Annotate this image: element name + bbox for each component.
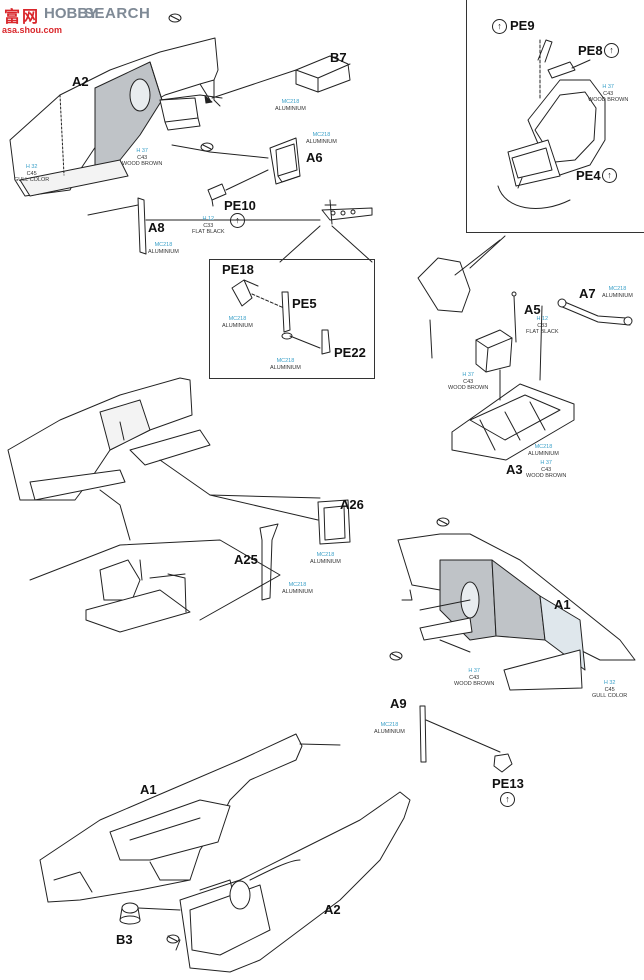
circled-up-arrow-icon: ↑: [602, 168, 617, 183]
label-pe10: PE10: [224, 198, 256, 213]
part-a8: [137, 197, 147, 255]
part-pe13: [493, 753, 513, 773]
glue-stick-icon: [166, 934, 180, 944]
part-pe5: [281, 291, 293, 340]
label-pe22: PE22: [334, 345, 366, 360]
fuselage-half-a2-top: [9, 37, 221, 197]
label-a8: A8: [148, 220, 165, 235]
part-pe18: [231, 279, 259, 307]
circled-up-arrow-icon: ↑: [604, 43, 619, 58]
seat-subassembly: [85, 559, 191, 633]
label-pe8: PE8: [578, 43, 603, 58]
glue-stick-icon: [436, 517, 450, 527]
photoetch-inset-box: [209, 259, 375, 379]
label-a3: A3: [506, 462, 523, 477]
circled-up-arrow-icon: ↑: [500, 792, 515, 807]
circled-up-arrow-icon: ↑: [492, 19, 507, 34]
label-a5: A5: [524, 302, 541, 317]
watermark-glyph: 网: [22, 9, 39, 26]
circled-up-arrow-icon: ↑: [230, 213, 245, 228]
label-b7: B7: [330, 50, 347, 65]
watermark-brand-cn: 富: [4, 9, 21, 26]
part-a6: [269, 137, 301, 185]
watermark: 富 网 HOBBY SEARCH asa.shou.com: [0, 0, 160, 36]
part-a9: [419, 705, 427, 763]
part-a5: [475, 291, 517, 373]
label-pe9: PE9: [510, 18, 535, 33]
seat-inset-box: [466, 0, 644, 233]
seat-with-photoetch: [507, 39, 606, 189]
label-a25: A25: [234, 552, 258, 567]
part-b7: [295, 55, 351, 93]
label-a7: A7: [579, 286, 596, 301]
label-a9: A9: [390, 696, 407, 711]
label-a26: A26: [340, 497, 364, 512]
fuselage-interior-view: [7, 377, 211, 501]
label-pe5: PE5: [292, 296, 317, 311]
label-a2-bottom: A2: [324, 902, 341, 917]
label-a6: A6: [306, 150, 323, 165]
label-pe13: PE13: [492, 776, 524, 791]
seat-shell-perforated: [417, 257, 471, 313]
watermark-hobby: HOBBY: [44, 5, 99, 22]
label-b3: B3: [116, 932, 133, 947]
part-a25: [259, 523, 279, 601]
label-pe4: PE4: [576, 168, 601, 183]
glue-stick-icon: [168, 13, 182, 23]
label-a1-bottom: A1: [140, 782, 157, 797]
watermark-url: asa.shou.com: [2, 25, 63, 35]
label-a2-top: A2: [72, 74, 89, 89]
control-column-assembly: [321, 199, 373, 225]
watermark-search: SEARCH: [84, 5, 151, 22]
glue-stick-icon: [200, 142, 214, 152]
glue-stick-icon: [389, 651, 403, 661]
fuselage-half-a1-bottom: [39, 733, 303, 903]
fuselage-half-a1-right: [397, 533, 636, 691]
fuselage-half-a2-bottom: [167, 791, 411, 973]
label-pe18: PE18: [222, 262, 254, 277]
part-a7: [557, 298, 633, 326]
part-b3: [119, 902, 141, 925]
part-pe22: [321, 329, 331, 355]
part-pe10: [207, 183, 227, 207]
label-a1-right: A1: [554, 597, 571, 612]
part-a3-floor: [451, 383, 575, 461]
part-a26: [317, 499, 351, 545]
